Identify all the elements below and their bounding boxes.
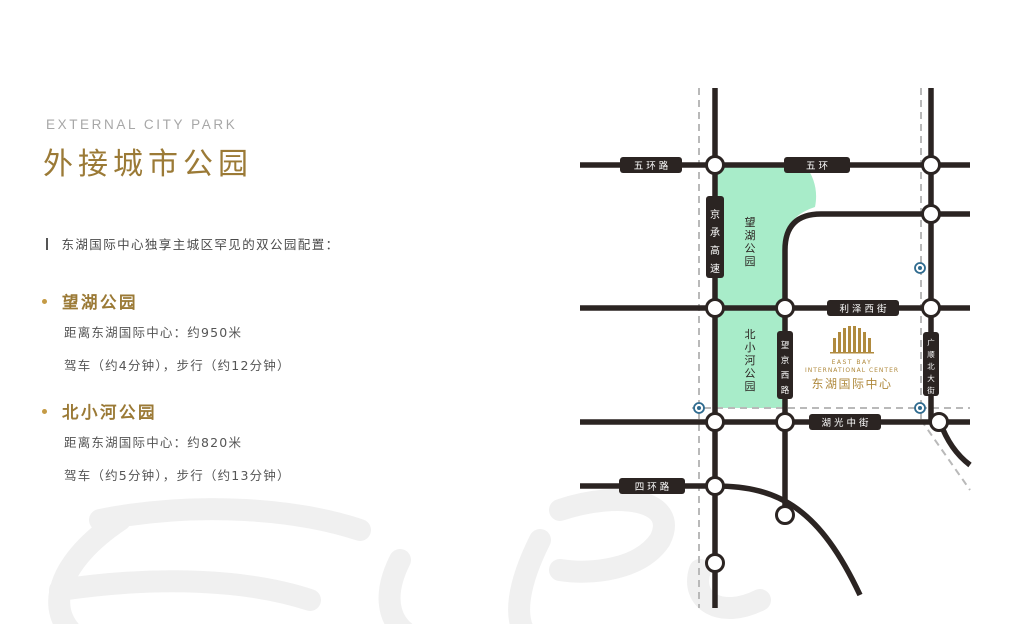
info-panel: EXTERNAL CITY PARK 外接城市公园 东湖国际中心独享主城区罕见的… xyxy=(42,117,340,483)
svg-text:承: 承 xyxy=(710,227,720,239)
svg-text:京: 京 xyxy=(710,208,720,221)
park-name: 北小河公园 xyxy=(62,403,157,422)
svg-text:速: 速 xyxy=(710,263,720,275)
bullet-dot xyxy=(42,409,47,414)
svg-text:大: 大 xyxy=(927,373,935,383)
svg-text:利 泽 西 街: 利 泽 西 街 xyxy=(839,303,887,315)
landmark-name-en-2: INTERNATIONAL CENTER xyxy=(805,367,899,374)
svg-text:街: 街 xyxy=(927,385,935,395)
park-name: 望湖公园 xyxy=(62,293,138,312)
section-title: 外接城市公园 xyxy=(43,147,253,182)
road-label-wangjing: 望 京 西 路 xyxy=(777,331,793,399)
svg-text:京: 京 xyxy=(781,355,790,366)
svg-text:河: 河 xyxy=(745,354,756,367)
landmark-name-cn: 东湖国际中心 xyxy=(811,376,892,391)
road-label-wuhuan-right: 五 环 xyxy=(784,157,850,173)
park-wanghu: 望湖公园 距离东湖国际中心：约950米 驾车（约4分钟），步行（约12分钟） xyxy=(42,289,290,373)
svg-text:小: 小 xyxy=(745,341,756,354)
svg-text:北: 北 xyxy=(745,328,756,341)
road-label-huguang: 湖 光 中 街 xyxy=(809,414,881,430)
park-time: 驾车（约5分钟），步行（约13分钟） xyxy=(64,468,291,483)
landmark-name-en-1: EAST BAY xyxy=(832,359,873,366)
section-subtitle: EXTERNAL CITY PARK xyxy=(46,117,238,132)
svg-text:公: 公 xyxy=(745,242,756,255)
park-distance: 距离东湖国际中心：约950米 xyxy=(64,325,243,340)
location-map: 五 环 路 五 环 利 泽 西 街 湖 光 中 街 四 环 路 京 承 高 速 … xyxy=(580,88,972,608)
park-area-beixiaohe xyxy=(715,308,785,408)
junctions xyxy=(705,155,949,573)
svg-text:湖: 湖 xyxy=(745,229,756,242)
park-label-wanghu: 望 湖 公 园 xyxy=(745,216,756,268)
svg-text:湖 光 中 街: 湖 光 中 街 xyxy=(821,417,869,429)
road-label-wuhuan-left: 五 环 路 xyxy=(620,157,682,173)
svg-text:西: 西 xyxy=(781,371,790,381)
metro-icon xyxy=(693,262,926,414)
park-heading: 北小河公园 xyxy=(42,399,157,423)
park-heading: 望湖公园 xyxy=(42,289,138,313)
svg-text:顺: 顺 xyxy=(927,350,935,359)
svg-text:北: 北 xyxy=(927,362,935,371)
building-logo-icon xyxy=(830,326,874,354)
road-label-guangshun: 广 顺 北 大 街 xyxy=(923,332,939,396)
park-beixiaohe: 北小河公园 距离东湖国际中心：约820米 驾车（约5分钟），步行（约13分钟） xyxy=(42,399,290,483)
intro-label: 东湖国际中心独享主城区罕见的双公园配置： xyxy=(61,237,340,252)
svg-text:园: 园 xyxy=(745,255,756,268)
svg-text:四 环 路: 四 环 路 xyxy=(635,481,670,493)
svg-text:望: 望 xyxy=(781,340,790,351)
park-area-wanghu xyxy=(715,165,817,308)
park-time: 驾车（约4分钟），步行（约12分钟） xyxy=(64,358,291,373)
svg-text:公: 公 xyxy=(745,367,756,380)
road-label-sihuan: 四 环 路 xyxy=(619,478,685,494)
intro-bar xyxy=(46,238,48,250)
park-label-beixiaohe: 北 小 河 公 园 xyxy=(745,328,756,393)
svg-text:广: 广 xyxy=(927,337,935,347)
park-distance: 距离东湖国际中心：约820米 xyxy=(64,435,243,450)
svg-text:路: 路 xyxy=(781,385,790,396)
svg-text:高: 高 xyxy=(710,244,720,257)
road-label-lize: 利 泽 西 街 xyxy=(827,300,899,316)
bullet-dot xyxy=(42,299,47,304)
road-label-jingcheng: 京 承 高 速 xyxy=(706,196,724,278)
svg-text:园: 园 xyxy=(745,380,756,393)
svg-text:五 环: 五 环 xyxy=(806,161,828,172)
svg-text:望: 望 xyxy=(745,216,756,229)
intro-text: 东湖国际中心独享主城区罕见的双公园配置： xyxy=(46,234,340,253)
svg-text:五 环 路: 五 环 路 xyxy=(634,160,669,172)
